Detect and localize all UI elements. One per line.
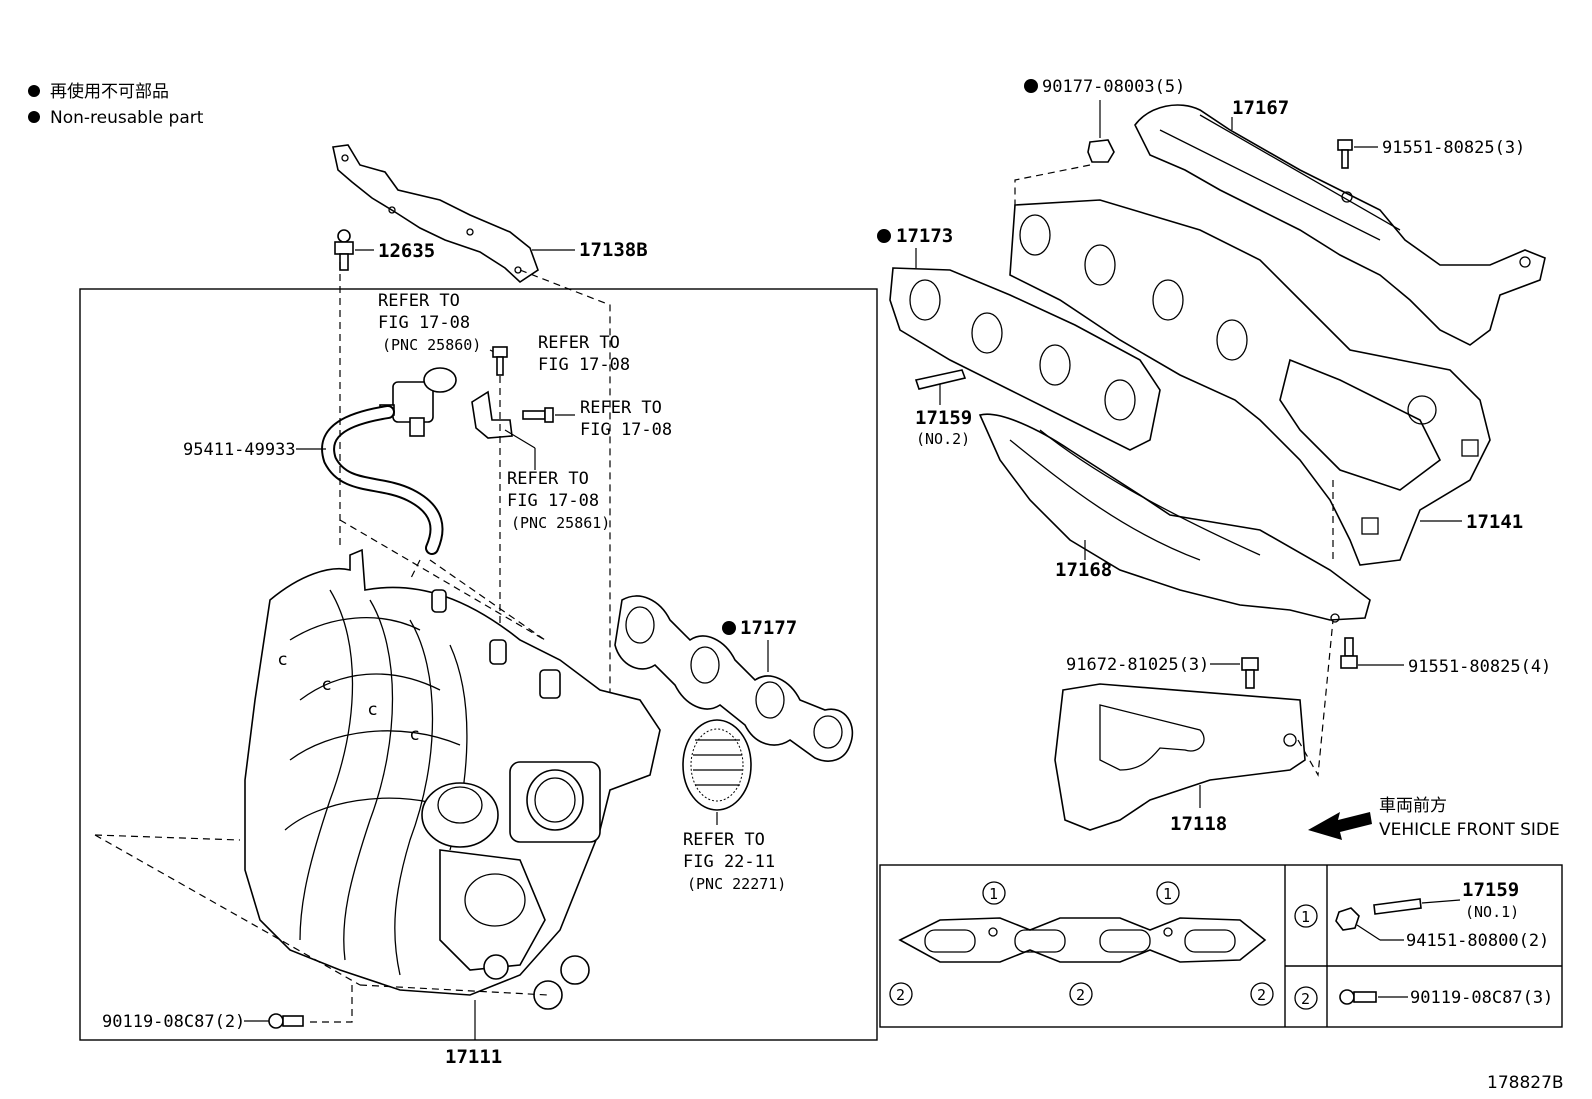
bolt-90119-table [1339,989,1377,1005]
label-91672-81025: 91672-81025(3) [1066,655,1209,675]
figure-number: 178827B [1487,1073,1564,1093]
ref-fig-22-11-pnc: (PNC 22271) [687,875,786,893]
callout-2: 2 [1250,982,1274,1006]
non-reusable-dot-icon [722,621,736,635]
label-17177: 17177 [740,617,797,639]
non-reusable-dot-icon [28,111,40,123]
front-side-jp: 車両前方 [1379,796,1447,816]
ref-fig-22-11-line2: FIG 22-11 [683,852,775,872]
non-reusable-dot-icon [877,229,891,243]
svg-text:2: 2 [1301,990,1310,1008]
svg-text:c: c [322,675,331,695]
bolt-91551-a [1337,139,1353,169]
ref-fig-17-08-a-line1: REFER TO [378,291,460,311]
label-17138B: 17138B [579,239,648,261]
intake-manifold-17111: c c c c [244,548,661,1010]
heat-insulator-17167 [1134,104,1546,346]
svg-text:c: c [368,700,377,720]
intake-group-frame [79,288,878,1041]
ref-fig-17-08-c-line1: REFER TO [580,398,662,418]
arrow-left-icon [1308,812,1372,840]
callout-1: 1 [1156,881,1180,905]
svg-text:c: c [278,650,287,670]
label-17173: 17173 [896,225,953,247]
label-17159-no2: (NO.2) [916,430,970,448]
ref-fig-17-08-d-pnc: (PNC 25861) [511,514,610,532]
gasket-detail [898,917,1267,963]
bolt-90119-08C87 [268,1013,304,1029]
bolt-upper [492,346,508,376]
label-17159: 17159 [915,407,972,429]
callout-1: 1 [982,881,1006,905]
ref-fig-17-08-a-pnc: (PNC 25860) [382,336,481,354]
nut-94151 [1335,907,1360,931]
non-reusable-dot-icon [1024,79,1038,93]
ref-fig-17-08-b-line2: FIG 17-08 [538,355,630,375]
label-91551-80825-3: 91551-80825(3) [1382,138,1525,158]
table-label-90119-08C87-3: 90119-08C87(3) [1410,988,1553,1008]
table-label-94151-80800: 94151-80800(2) [1406,931,1549,951]
gasket-17177 [614,595,854,762]
bracket-vsv [471,390,513,439]
bracket-17138B [332,144,539,284]
ref-fig-17-08-a-line2: FIG 17-08 [378,313,470,333]
table-label-17159: 17159 [1462,879,1519,901]
legend-jp: 再使用不可部品 [50,81,169,102]
callout-2: 2 [1294,986,1318,1010]
label-12635: 12635 [378,240,435,262]
ref-fig-22-11-line1: REFER TO [683,830,765,850]
hose-95411-49933 [321,405,444,555]
bolt-91551-b [1340,637,1358,669]
label-91551-80825-4: 91551-80825(4) [1408,657,1551,677]
callout-2: 2 [889,982,913,1006]
throttle-gasket [682,719,752,811]
bolt-side [522,407,554,423]
detail-table [879,864,1563,1028]
bracket-17118 [1054,683,1306,831]
callout-1: 1 [1294,904,1318,928]
svg-text:c: c [410,725,419,745]
gasket-17173 [889,267,1161,451]
non-reusable-dot-icon [28,85,40,97]
callout-2: 2 [1069,982,1093,1006]
vsv-solenoid [379,367,457,437]
ref-fig-17-08-b-line1: REFER TO [538,333,620,353]
label-17118: 17118 [1170,813,1227,835]
label-17168: 17168 [1055,559,1112,581]
label-17141: 17141 [1466,511,1523,533]
svg-text:1: 1 [1301,908,1310,926]
svg-text:1: 1 [989,885,998,903]
svg-text:2: 2 [1257,986,1266,1004]
stud-12635 [334,229,354,271]
bolt-91672 [1241,657,1259,689]
svg-text:1: 1 [1163,885,1172,903]
ref-fig-17-08-d-line2: FIG 17-08 [507,491,599,511]
legend-en: Non-reusable part [50,108,204,128]
svg-text:2: 2 [896,986,905,1004]
stud-17159-no2 [914,369,967,390]
nut-90177 [1087,139,1115,163]
heat-insulator-17168 [978,413,1371,623]
label-17111: 17111 [445,1046,502,1068]
ref-fig-17-08-c-line2: FIG 17-08 [580,420,672,440]
exhaust-manifold-17141 [1009,199,1491,566]
label-90119-08C87-2: 90119-08C87(2) [102,1012,245,1032]
table-label-17159-no1: (NO.1) [1465,903,1519,921]
label-95411-49933: 95411-49933 [183,440,296,460]
stud-17159-no1 [1373,898,1422,915]
label-17167: 17167 [1232,97,1289,119]
ref-fig-17-08-d-line1: REFER TO [507,469,589,489]
label-90177-08003: 90177-08003(5) [1042,77,1185,97]
front-side-en: VEHICLE FRONT SIDE [1379,820,1560,840]
svg-text:2: 2 [1076,986,1085,1004]
